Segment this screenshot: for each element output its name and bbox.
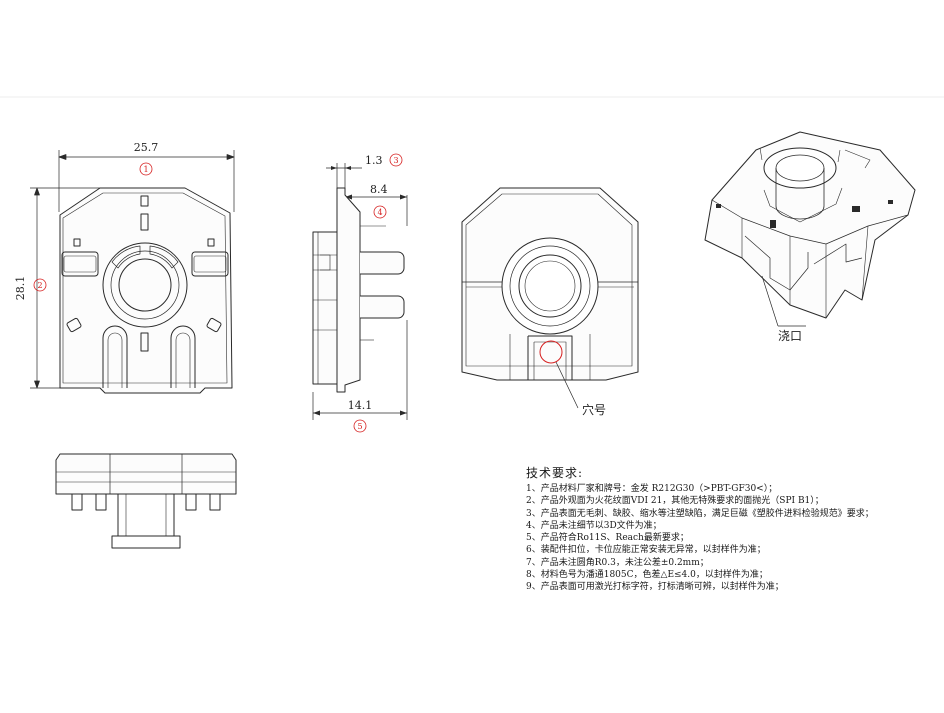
pin-lower bbox=[360, 295, 405, 319]
right-rail bbox=[191, 251, 229, 277]
boss-left-inner bbox=[107, 332, 123, 388]
pin-upper bbox=[360, 251, 405, 275]
slot-left bbox=[73, 238, 81, 247]
side-view bbox=[312, 163, 408, 420]
note-item: 9、产品表面可用激光打标字符，打标清晰可辨，以封样件为准； bbox=[526, 582, 784, 593]
boss-right-inner bbox=[175, 332, 191, 388]
front-outline bbox=[59, 187, 233, 394]
hub-mid-ring bbox=[110, 250, 180, 320]
rear-view bbox=[461, 187, 639, 409]
bottom-leg-4 bbox=[209, 493, 221, 511]
boss-left bbox=[102, 325, 128, 388]
iso-hub bbox=[763, 147, 837, 189]
gate-callout: 浇口 bbox=[778, 329, 802, 343]
marker-4: 4 bbox=[377, 208, 382, 217]
left-rail bbox=[61, 251, 99, 277]
dim-width bbox=[58, 150, 235, 212]
dim-height bbox=[30, 187, 100, 389]
pad-right bbox=[206, 317, 222, 333]
bottom-boss-cap bbox=[111, 535, 181, 549]
slot-top-b bbox=[140, 213, 149, 231]
dim-width-label: 25.7 bbox=[134, 141, 159, 154]
rear-hub-bore bbox=[518, 254, 582, 318]
iso-outline bbox=[704, 131, 916, 319]
dim-total-label: 14.1 bbox=[348, 399, 373, 412]
slot-top-a bbox=[140, 195, 149, 207]
dim-depth-label: 8.4 bbox=[370, 183, 388, 196]
note-item: 8、材料色号为潘通1805C，色差△E≤4.0，以封样件为准； bbox=[526, 570, 768, 581]
hub-clip-left bbox=[111, 245, 141, 269]
bottom-leg-2 bbox=[95, 493, 107, 511]
technical-requirements: 技术要求: 1、产品材料厂家和牌号：金发 R212G30（>PBT-GF30<）… bbox=[526, 464, 936, 594]
note-item: 2、产品外观面为火花纹面VDI 21，其他无特殊要求的面抛光（SPI B1）； bbox=[526, 496, 824, 507]
note-item: 7、产品未注圆角R0.3，未注公差±0.2mm； bbox=[526, 557, 709, 568]
bottom-plate bbox=[55, 453, 237, 495]
cavity-callout: 穴号 bbox=[582, 402, 606, 417]
bottom-view bbox=[55, 453, 237, 549]
cavity-leader bbox=[555, 361, 579, 409]
note-item: 3、产品表面无毛刺、缺胶、缩水等注塑缺陷，满足巨磁《塑胶件进料检验规范》要求； bbox=[526, 508, 874, 519]
notes-list: 1、产品材料厂家和牌号：金发 R212G30（>PBT-GF30<）； 2、产品… bbox=[526, 483, 936, 594]
dim-height-label: 28.1 bbox=[14, 276, 27, 301]
dim-thickness-label: 1.3 bbox=[365, 154, 383, 167]
left-rail-inner bbox=[63, 255, 97, 273]
bottom-leg-1 bbox=[71, 493, 83, 511]
side-plate bbox=[336, 187, 361, 393]
front-inner-outline bbox=[62, 192, 228, 384]
isometric-view bbox=[704, 131, 916, 327]
marker-2-circle bbox=[33, 278, 47, 292]
bottom-leg-3 bbox=[185, 493, 197, 511]
marker-3-circle bbox=[389, 153, 403, 167]
notes-title: 技术要求: bbox=[526, 466, 584, 480]
note-item: 1、产品材料厂家和牌号：金发 R212G30（>PBT-GF30<）； bbox=[526, 484, 778, 494]
marker-2: 2 bbox=[37, 281, 42, 290]
note-item: 5、产品符合Ro11S、Reach最新要求； bbox=[526, 533, 689, 544]
note-item: 4、产品未注细节以3D文件为准； bbox=[526, 520, 662, 531]
hub-outer-ring bbox=[102, 242, 188, 328]
iso-channel bbox=[744, 235, 809, 291]
gate-leader bbox=[761, 275, 779, 327]
marker-5: 5 bbox=[357, 422, 362, 431]
cavity-highlight bbox=[539, 340, 563, 364]
slot-bottom bbox=[140, 332, 149, 352]
marker-3: 3 bbox=[393, 156, 398, 165]
pad-left bbox=[66, 317, 82, 333]
slot-right bbox=[207, 238, 215, 247]
marker-4-circle bbox=[373, 205, 387, 219]
front-view bbox=[59, 187, 233, 394]
marker-1-circle bbox=[139, 162, 153, 176]
boss-right bbox=[170, 325, 196, 388]
rear-gate-pocket bbox=[527, 335, 573, 380]
marker-5-circle bbox=[353, 419, 367, 433]
rear-hub-outer bbox=[501, 237, 599, 335]
side-body bbox=[312, 231, 338, 385]
right-rail-inner bbox=[193, 255, 227, 273]
marker-1: 1 bbox=[143, 165, 148, 174]
bottom-boss bbox=[117, 494, 175, 537]
note-item: 6、装配件扣位，卡位应能正常安装无异常，以封样件为准； bbox=[526, 545, 766, 556]
hub-bore bbox=[118, 258, 172, 312]
hub-clip-right bbox=[149, 245, 179, 269]
